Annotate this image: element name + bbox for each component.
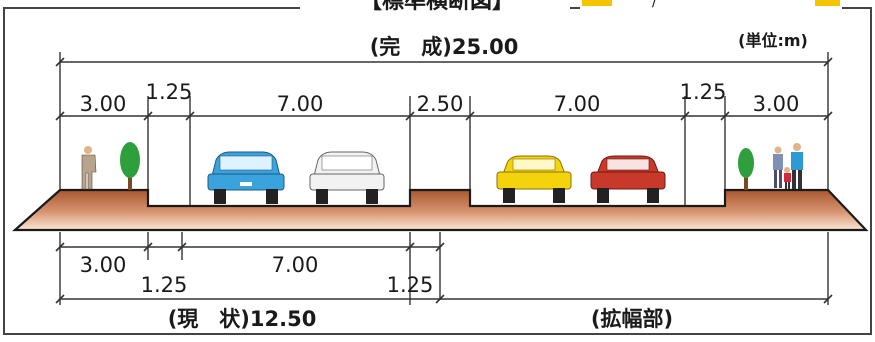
top-dim-buffer-right: 1.25: [680, 80, 727, 104]
tree-icon: [738, 148, 754, 190]
car-icon: [207, 151, 285, 204]
total-width-label: (完 成)25.00: [370, 35, 519, 59]
car-icon: [496, 155, 572, 203]
current-width-label: (現 状)12.50: [168, 307, 317, 331]
top-dim-sidewalk-right: 3.00: [753, 92, 800, 116]
top-dimension-ticks: [55, 57, 833, 121]
car-icon: [590, 155, 666, 203]
family-icon: [773, 143, 803, 189]
top-dim-sidewalk-left: 3.00: [80, 92, 127, 116]
widening-label: (拡幅部): [591, 307, 673, 331]
header-right-panel: [580, 0, 842, 10]
bottom-dimension-lines: [59, 232, 829, 305]
tree-icon: [120, 142, 140, 190]
top-dimension-lines: [59, 52, 829, 205]
road-embankment: [12, 188, 869, 232]
bottom-dim-sidewalk: 3.00: [80, 253, 127, 277]
car-icon: [309, 151, 385, 204]
top-dim-carriageway-right: 7.00: [554, 92, 601, 116]
pedestrian-icon: [81, 146, 97, 190]
top-dim-carriageway-left: 7.00: [277, 92, 324, 116]
header-accent-1: [582, 0, 612, 6]
bottom-dim-buffer-left: 1.25: [141, 273, 188, 297]
bottom-dim-buffer-right: 1.25: [387, 273, 434, 297]
diagram-title: 【標準横断図】: [360, 0, 514, 14]
top-dim-buffer-left: 1.25: [146, 80, 193, 104]
top-dim-median: 2.50: [417, 92, 464, 116]
unit-note: (単位:m): [738, 31, 808, 50]
header-mark: /: [652, 0, 657, 10]
bottom-dimension-ticks: [55, 242, 833, 304]
title-backdrop: [300, 0, 570, 12]
header-accent-2: [815, 0, 840, 6]
bottom-dim-carriageway: 7.00: [272, 253, 319, 277]
